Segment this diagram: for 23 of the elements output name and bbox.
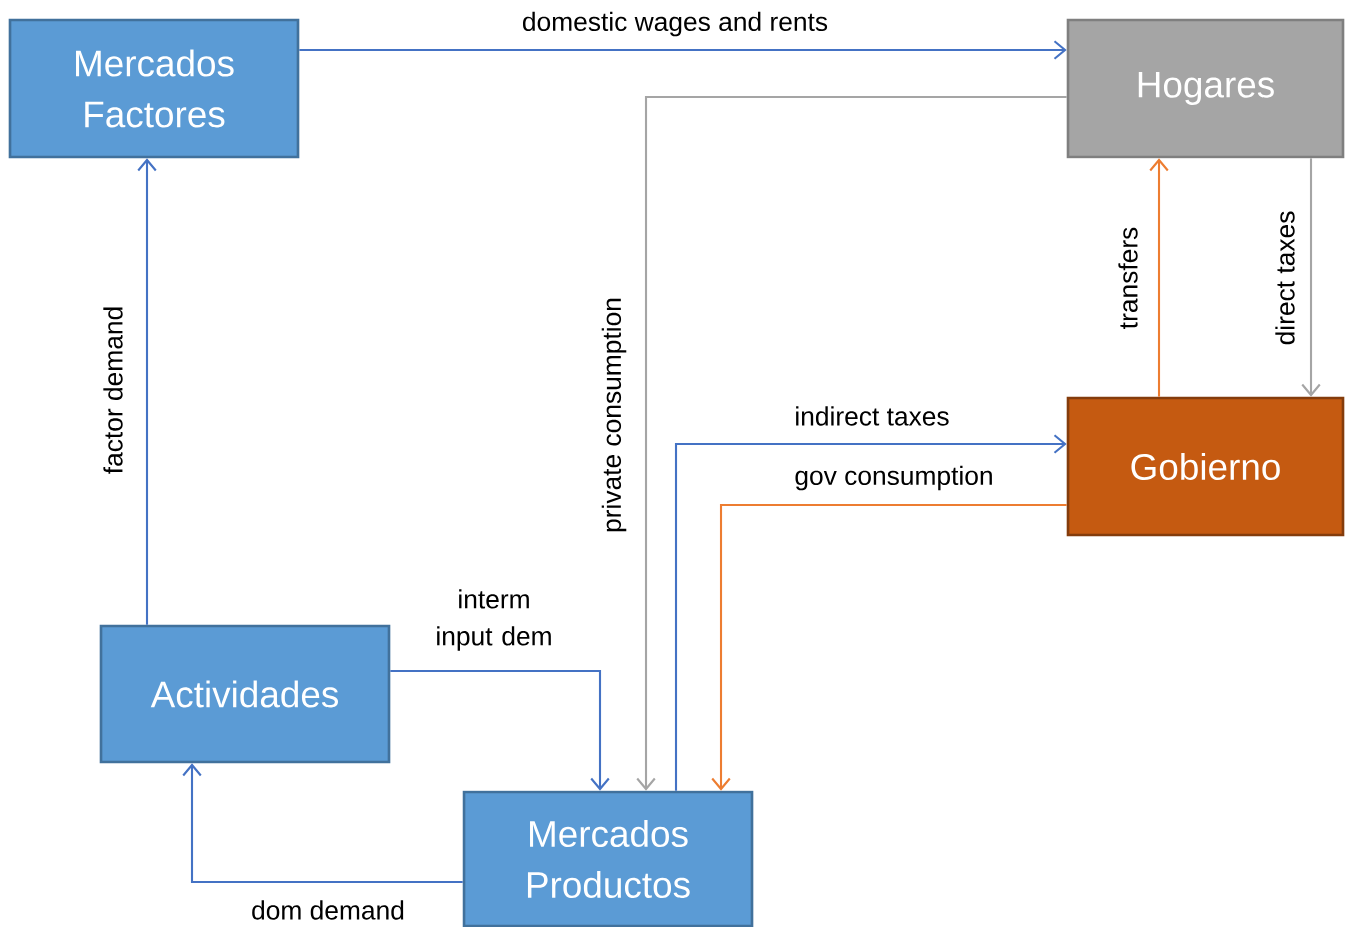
edge-label: private consumption (599, 295, 629, 535)
arrow (1301, 158, 1321, 397)
edge-label: direct taxes (1273, 208, 1297, 348)
edge-label: factor demand (101, 304, 125, 476)
process-box: Mercados Productos (462, 790, 754, 927)
arrow (711, 503, 1067, 791)
arrow (674, 434, 1067, 791)
process-box: Actividades (99, 624, 391, 764)
arrow (182, 763, 463, 884)
edge-label: domestic wages and rents (520, 9, 830, 39)
edge-label: gov consumption (792, 463, 996, 493)
arrow (137, 158, 157, 625)
edge-label: interm input dem (417, 587, 571, 653)
edge-label: indirect taxes (792, 404, 952, 428)
arrow (390, 669, 610, 791)
arrow (299, 40, 1067, 60)
arrow (636, 95, 1067, 791)
process-box: Mercados Factores (8, 18, 300, 159)
process-box: Gobierno (1066, 396, 1345, 537)
edge-label: dom demand (249, 898, 407, 922)
arrow (1149, 158, 1169, 397)
edge-label: transfers (1116, 224, 1140, 331)
process-box: Hogares (1066, 18, 1345, 159)
